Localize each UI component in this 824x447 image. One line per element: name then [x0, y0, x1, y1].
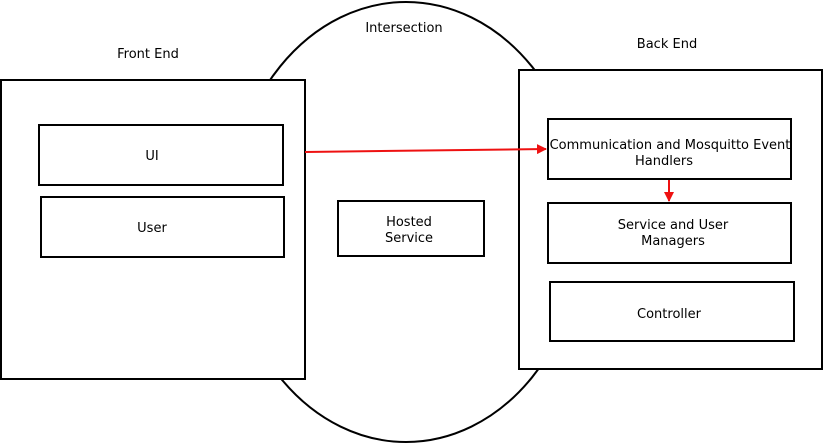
- user-box: [40, 196, 285, 258]
- user-label: User: [137, 221, 167, 236]
- intersection-label: Intersection: [365, 21, 442, 36]
- back-end-title: Back End: [637, 37, 697, 52]
- comm-handlers-line1: Communication and Mosquitto Event: [550, 138, 791, 153]
- ui-to-comm-arrow: [304, 144, 547, 155]
- ui-label: UI: [145, 149, 158, 164]
- managers-box: [547, 202, 792, 264]
- controller-box: [549, 281, 795, 342]
- controller-label: Controller: [637, 307, 702, 322]
- managers-line1: Service and User: [618, 218, 729, 233]
- hosted-service-line2: Service: [385, 231, 433, 246]
- hosted-service-box: [337, 200, 485, 257]
- comm-handlers-line2: Handlers: [635, 154, 693, 169]
- comm-handlers-box: [547, 118, 792, 180]
- front-end-title: Front End: [117, 47, 179, 62]
- managers-line2: Managers: [641, 234, 705, 249]
- hosted-service-line1: Hosted: [386, 215, 432, 230]
- ui-box: [38, 124, 284, 186]
